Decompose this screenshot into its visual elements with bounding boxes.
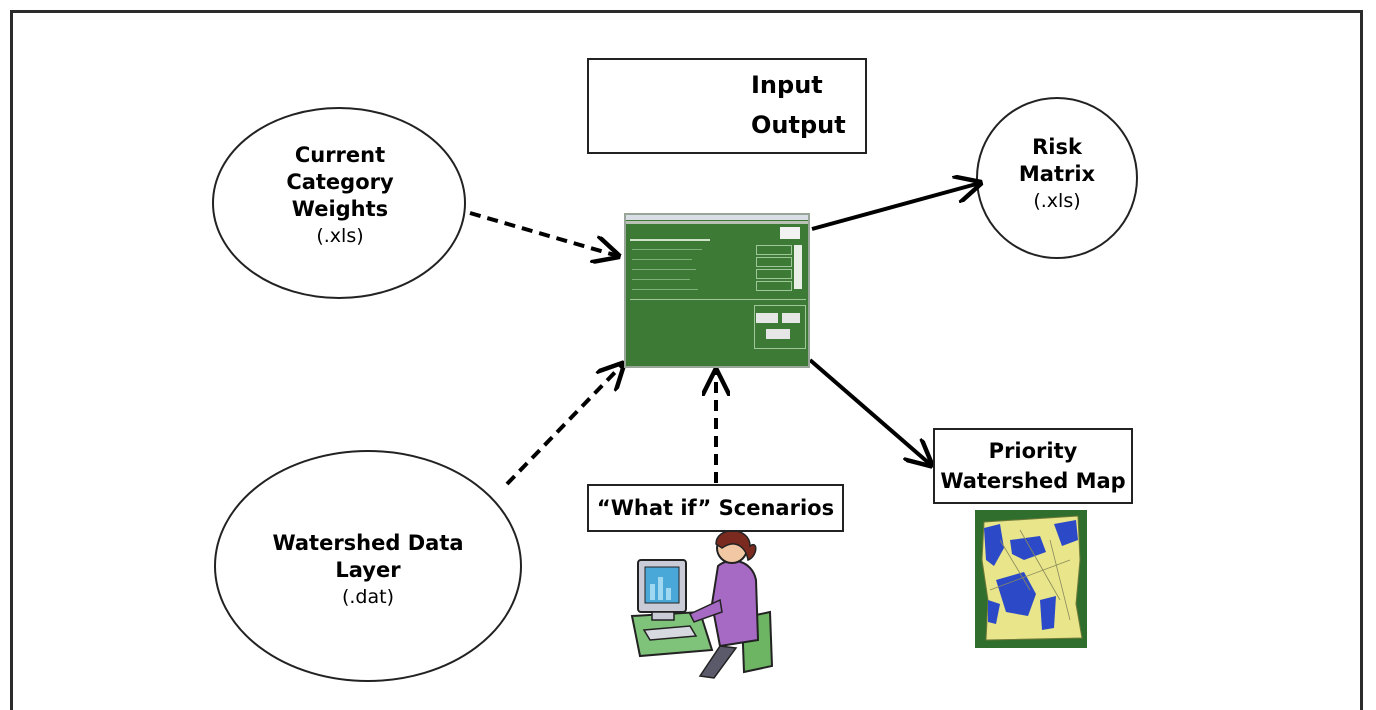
- app-button: [756, 313, 778, 323]
- weights-ext: (.xls): [316, 225, 364, 247]
- watershed-ellipse: [214, 450, 522, 682]
- app-to-risk-arrow: [811, 183, 980, 231]
- application-screenshot: [624, 213, 810, 368]
- diagram-frame: [10, 10, 1363, 710]
- app-menubar: [626, 221, 808, 224]
- app-titlebar: [626, 215, 808, 220]
- risk-node-label: Risk Matrix (.xls): [987, 134, 1127, 215]
- priority-map-box: Priority Watershed Map: [933, 428, 1133, 504]
- weights-node-label: Current Category Weights (.xls): [240, 142, 440, 250]
- app-field: [756, 257, 792, 267]
- risk-line-1: Risk: [1032, 135, 1082, 159]
- app-button: [766, 329, 790, 339]
- watershed-line-2: Layer: [335, 558, 401, 582]
- watershed-node-label: Watershed Data Layer (.dat): [258, 530, 478, 611]
- priority-line-2: Watershed Map: [940, 469, 1126, 493]
- priority-map-image: [975, 510, 1087, 648]
- scenarios-box: “What if” Scenarios: [587, 484, 844, 532]
- risk-line-2: Matrix: [1018, 162, 1096, 186]
- app-heading: [630, 239, 710, 241]
- watershed-line-1: Watershed Data: [272, 531, 464, 555]
- weights-line-1: Current: [294, 143, 386, 167]
- legend-output-label: Output: [751, 111, 846, 139]
- diagram-canvas: [212, 0, 1138, 682]
- legend-box: Input Output: [587, 58, 867, 154]
- watershed-ext: (.dat): [341, 586, 395, 608]
- watershed-to-app-arrow: [505, 364, 623, 486]
- weights-line-2: Category: [286, 170, 394, 194]
- legend-input-label: Input: [751, 71, 823, 99]
- app-to-map-arrow: [808, 358, 931, 465]
- risk-ext: (.xls): [1033, 190, 1081, 212]
- app-button: [782, 313, 800, 323]
- weights-line-3: Weights: [291, 197, 389, 221]
- weights-ellipse: [212, 107, 466, 299]
- scenarios-label: “What if” Scenarios: [596, 496, 835, 520]
- priority-line-1: Priority: [988, 439, 1078, 463]
- app-field: [756, 281, 792, 291]
- weights-to-app-arrow: [469, 211, 618, 256]
- app-button-group: [754, 305, 806, 349]
- app-field: [756, 245, 792, 255]
- person-at-computer-icon: [630, 530, 774, 679]
- app-field: [756, 269, 792, 279]
- app-logo: [780, 227, 800, 239]
